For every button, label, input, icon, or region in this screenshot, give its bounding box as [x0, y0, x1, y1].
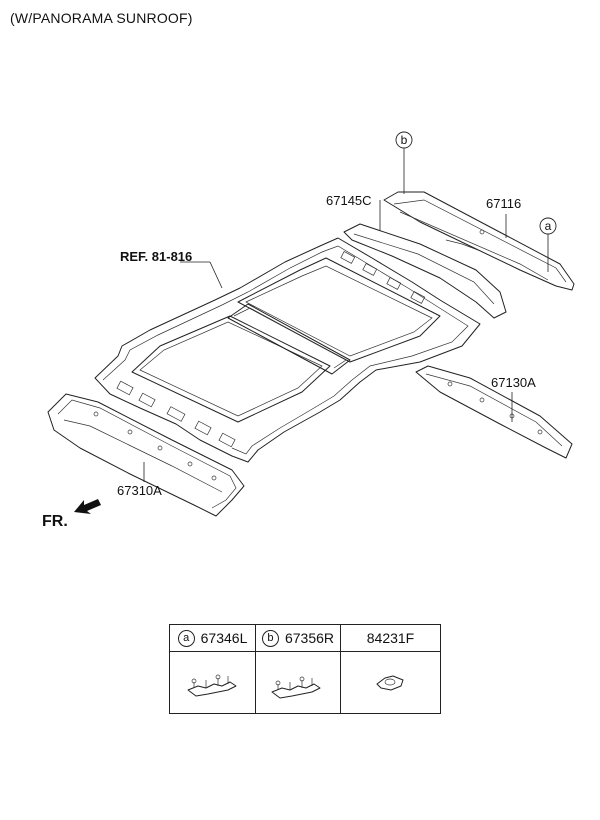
svg-text:FR.: FR. [42, 513, 68, 530]
front-direction-indicator: FR. [42, 499, 101, 530]
parts-table: a 67346L b 67356R 84231F [169, 624, 441, 714]
label-67145c: 67145C [326, 193, 372, 208]
label-67130a: 67130A [491, 375, 536, 390]
part-number-67356r: 67356R [284, 630, 335, 646]
front-roof-rail-67310a[interactable] [47, 393, 245, 517]
roof-header-67145c[interactable] [343, 223, 507, 319]
parts-col-a[interactable]: a 67346L [169, 624, 256, 652]
marker-b: b [395, 131, 413, 149]
parts-col-b[interactable]: b 67356R [255, 624, 341, 652]
part-image-67346l[interactable] [169, 651, 256, 714]
ref-label: REF. 81-816 [120, 249, 192, 264]
marker-a-badge: a [177, 629, 195, 647]
marker-a: a [539, 217, 557, 235]
part-number-84231f: 84231F [366, 630, 415, 646]
svg-text:a: a [545, 219, 552, 233]
rear-roof-rail-67130a[interactable] [415, 365, 573, 459]
roof-panel[interactable] [94, 237, 481, 463]
svg-text:b: b [401, 133, 408, 147]
plug-grommet-icon [376, 675, 404, 691]
part-image-84231f[interactable] [340, 651, 441, 714]
label-67310a: 67310A [117, 483, 162, 498]
clip-bracket-icon [187, 674, 237, 697]
diagram-title: (W/PANORAMA SUNROOF) [10, 10, 193, 26]
label-67116: 67116 [486, 196, 521, 211]
marker-b-badge: b [261, 629, 279, 647]
part-number-67346l: 67346L [200, 630, 248, 646]
front-arrow-icon [74, 499, 101, 514]
leader-lines [143, 148, 549, 482]
clip-bracket-icon [271, 676, 321, 699]
part-image-67356r[interactable] [255, 651, 341, 714]
parts-col-c[interactable]: 84231F [340, 624, 441, 652]
rear-roof-panel-67116[interactable] [383, 191, 575, 291]
